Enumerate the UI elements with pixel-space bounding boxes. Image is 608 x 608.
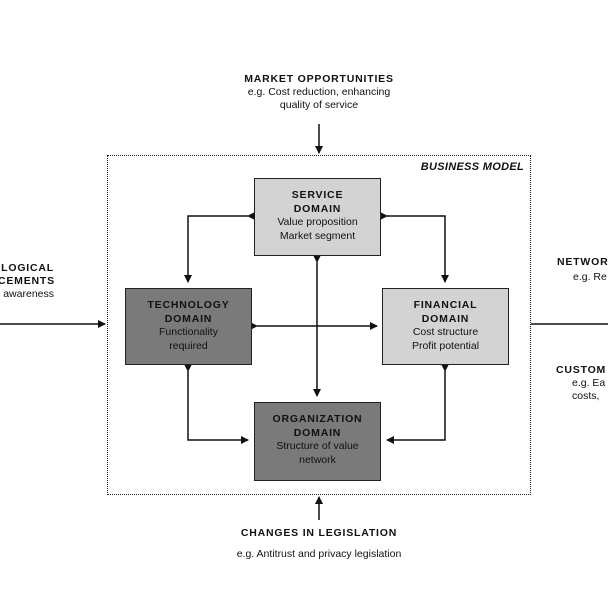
technology-domain-required: required (169, 339, 208, 352)
financial-domain-cost-structure: Cost structure (412, 326, 479, 339)
service-domain-box: SERVICE DOMAIN Value proposition Market … (254, 178, 381, 256)
financial-domain-profit-potential: Profit potential (411, 339, 480, 352)
organization-domain-heading-line2: DOMAIN (293, 426, 342, 439)
network-driver-example: e.g. Re (573, 271, 607, 284)
arrow-service-technology (184, 212, 255, 283)
organization-domain-box: ORGANIZATION DOMAIN Structure of value n… (254, 402, 381, 481)
financial-domain-heading-line2: DOMAIN (421, 312, 470, 325)
customer-driver-label: CUSTOM e.g. Ea costs, (556, 364, 606, 403)
service-domain-market-segment: Market segment (279, 229, 356, 242)
arrow-technology-organization (184, 364, 249, 444)
technology-domain-functionality: Functionality (159, 326, 218, 339)
technology-driver-label: LOGICAL CEMENTS awareness (0, 262, 54, 301)
technology-domain-box: TECHNOLOGY DOMAIN Functionality required (125, 288, 252, 365)
market-opportunities-example-line1: e.g. Cost reduction, enhancing (247, 86, 391, 99)
technology-domain-heading-line2: DOMAIN (164, 312, 213, 325)
technology-domain-heading-line1: TECHNOLOGY (147, 299, 230, 311)
market-opportunities-heading: MARKET OPPORTUNITIES (244, 73, 394, 85)
business-model-title: BUSINESS MODEL (420, 161, 524, 173)
technology-driver-heading-line2: CEMENTS (0, 275, 55, 288)
changes-in-legislation-label: CHANGES IN LEGISLATION e.g. Antitrust an… (199, 527, 439, 561)
organization-domain-heading-line1: ORGANIZATION (272, 413, 363, 425)
organization-domain-network: network (299, 453, 336, 466)
network-driver-heading: NETWOR (557, 256, 608, 268)
service-domain-heading-line1: SERVICE (291, 189, 344, 201)
organization-domain-structure: Structure of value (276, 440, 359, 453)
technology-driver-heading-line1: LOGICAL (1, 262, 54, 274)
service-domain-value-proposition: Value proposition (277, 216, 358, 229)
service-domain-heading-line2: DOMAIN (293, 202, 342, 215)
market-opportunities-example-line2: quality of service (279, 99, 359, 112)
arrow-financial-organization (386, 364, 449, 444)
changes-in-legislation-heading: CHANGES IN LEGISLATION (240, 527, 398, 539)
customer-driver-heading: CUSTOM (556, 364, 607, 376)
market-opportunities-label: MARKET OPPORTUNITIES e.g. Cost reduction… (219, 73, 419, 112)
customer-driver-example-line1: e.g. Ea (572, 377, 606, 390)
network-driver-label: NETWOR e.g. Re (557, 256, 608, 284)
financial-domain-box: FINANCIAL DOMAIN Cost structure Profit p… (382, 288, 509, 365)
financial-domain-heading-line1: FINANCIAL (413, 299, 478, 311)
changes-in-legislation-example: e.g. Antitrust and privacy legislation (236, 548, 402, 561)
technology-driver-example: awareness (3, 288, 54, 301)
business-model-frame (107, 155, 531, 495)
arrow-service-financial (380, 212, 449, 283)
customer-driver-example-line2: costs, (572, 390, 600, 403)
